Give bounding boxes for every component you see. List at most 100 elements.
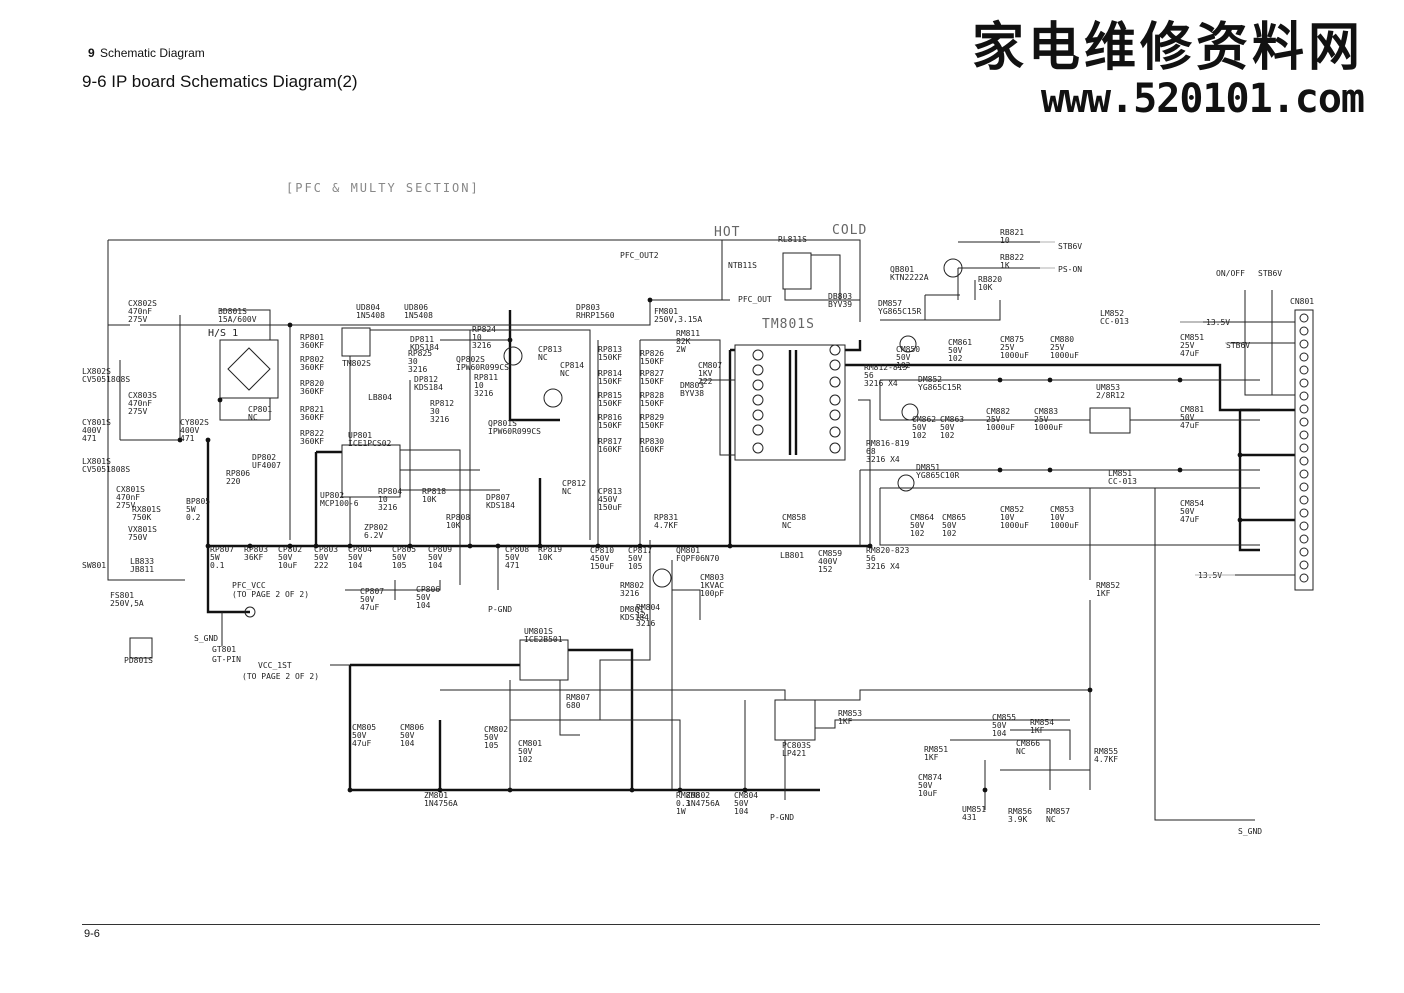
component-value: 3216 <box>474 389 493 398</box>
component-value: 1000uF <box>1000 521 1029 530</box>
component-value: 470nF <box>128 399 152 408</box>
component-ref: RP813 <box>598 345 622 354</box>
component-value: YG865C10R <box>916 471 960 480</box>
component-value: 50V <box>505 553 520 562</box>
net-s-gnd-2: S_GND <box>1238 827 1262 836</box>
component-ref: CP817 <box>628 546 652 555</box>
component-ref: RP818 <box>422 487 446 496</box>
component-value: YG865C15R <box>918 383 962 392</box>
component-value: KDS184 <box>414 383 443 392</box>
component-value: 275V <box>128 407 147 416</box>
component-value: 25V <box>1000 343 1015 352</box>
component-value: 250V,5A <box>110 599 144 608</box>
junction-dot <box>407 543 413 549</box>
thermistor-tm802s <box>341 327 371 357</box>
component-ref: CP810 <box>590 546 614 555</box>
component-value: 150KF <box>640 399 664 408</box>
junction-dot <box>287 322 293 328</box>
net-vcc-1st: VCC_1ST <box>258 661 292 670</box>
relay-box <box>782 252 812 290</box>
component-rl811s: RL811S <box>778 235 807 244</box>
component-ref: CP802 <box>278 545 302 554</box>
component-lb801: LB801 <box>780 551 804 560</box>
junction-dot <box>247 543 253 549</box>
component-ref: CP807 <box>360 587 384 596</box>
junction-dot <box>287 543 293 549</box>
component-value: KDS184 <box>410 343 439 352</box>
component-value: ICE1PCS02 <box>348 439 392 448</box>
component-value: 50V <box>314 553 329 562</box>
component-value: 3216 X4 <box>866 455 900 464</box>
net-gt801: GT801 <box>212 645 236 654</box>
junction-dot <box>1047 377 1053 383</box>
component-value: 104 <box>428 561 443 570</box>
component-value: 10K <box>978 283 993 292</box>
component-value: 360KF <box>300 437 324 446</box>
ground-drop <box>206 440 250 614</box>
component-value: 2/8R12 <box>1096 391 1125 400</box>
junction-dot <box>742 787 748 793</box>
junction-dot <box>629 787 635 793</box>
component-value: 105 <box>628 562 643 571</box>
component-ref: RP817 <box>598 437 622 446</box>
component-ref: CP804 <box>348 545 372 554</box>
component-ref: RP814 <box>598 369 622 378</box>
component-ref: CM874 <box>918 773 942 782</box>
component-value: 3216 <box>378 503 397 512</box>
component-ref: CM805 <box>352 723 376 732</box>
component-value: CV5051808S <box>82 465 130 474</box>
component-value: NC <box>538 353 548 362</box>
diode-dm857 <box>899 335 917 353</box>
component-value: 10 <box>474 381 484 390</box>
component-value: 470nF <box>128 307 152 316</box>
junction-dot <box>1237 452 1243 458</box>
junction-dot <box>595 543 601 549</box>
component-value: 68 <box>866 447 876 456</box>
junction-dot <box>1177 377 1183 383</box>
component-value: 1KF <box>1030 726 1045 735</box>
component-ref: UM801S <box>524 627 553 636</box>
component-value: 10V <box>1050 513 1065 522</box>
net-13v5-b: 13.5V <box>1198 571 1222 580</box>
component-value: 25V <box>1050 343 1065 352</box>
component-ref: BP805 <box>186 497 210 506</box>
component-value: 150KF <box>598 421 622 430</box>
component-value: 82K <box>676 337 691 346</box>
net-s-gnd: S_GND <box>194 634 218 643</box>
component-value: 50V <box>628 554 643 563</box>
junction-dot <box>177 437 183 443</box>
bridge-label: H/S 1 <box>208 328 238 339</box>
component-ref: ZP802 <box>364 523 388 532</box>
component-value: 150KF <box>640 421 664 430</box>
component-value: 1000uF <box>1034 423 1063 432</box>
component-value: 104 <box>416 601 431 610</box>
component-ref: DM801 <box>620 605 644 614</box>
component-ref: CM875 <box>1000 335 1024 344</box>
component-value: 3216 X4 <box>866 562 900 571</box>
junction-dot <box>982 787 988 793</box>
